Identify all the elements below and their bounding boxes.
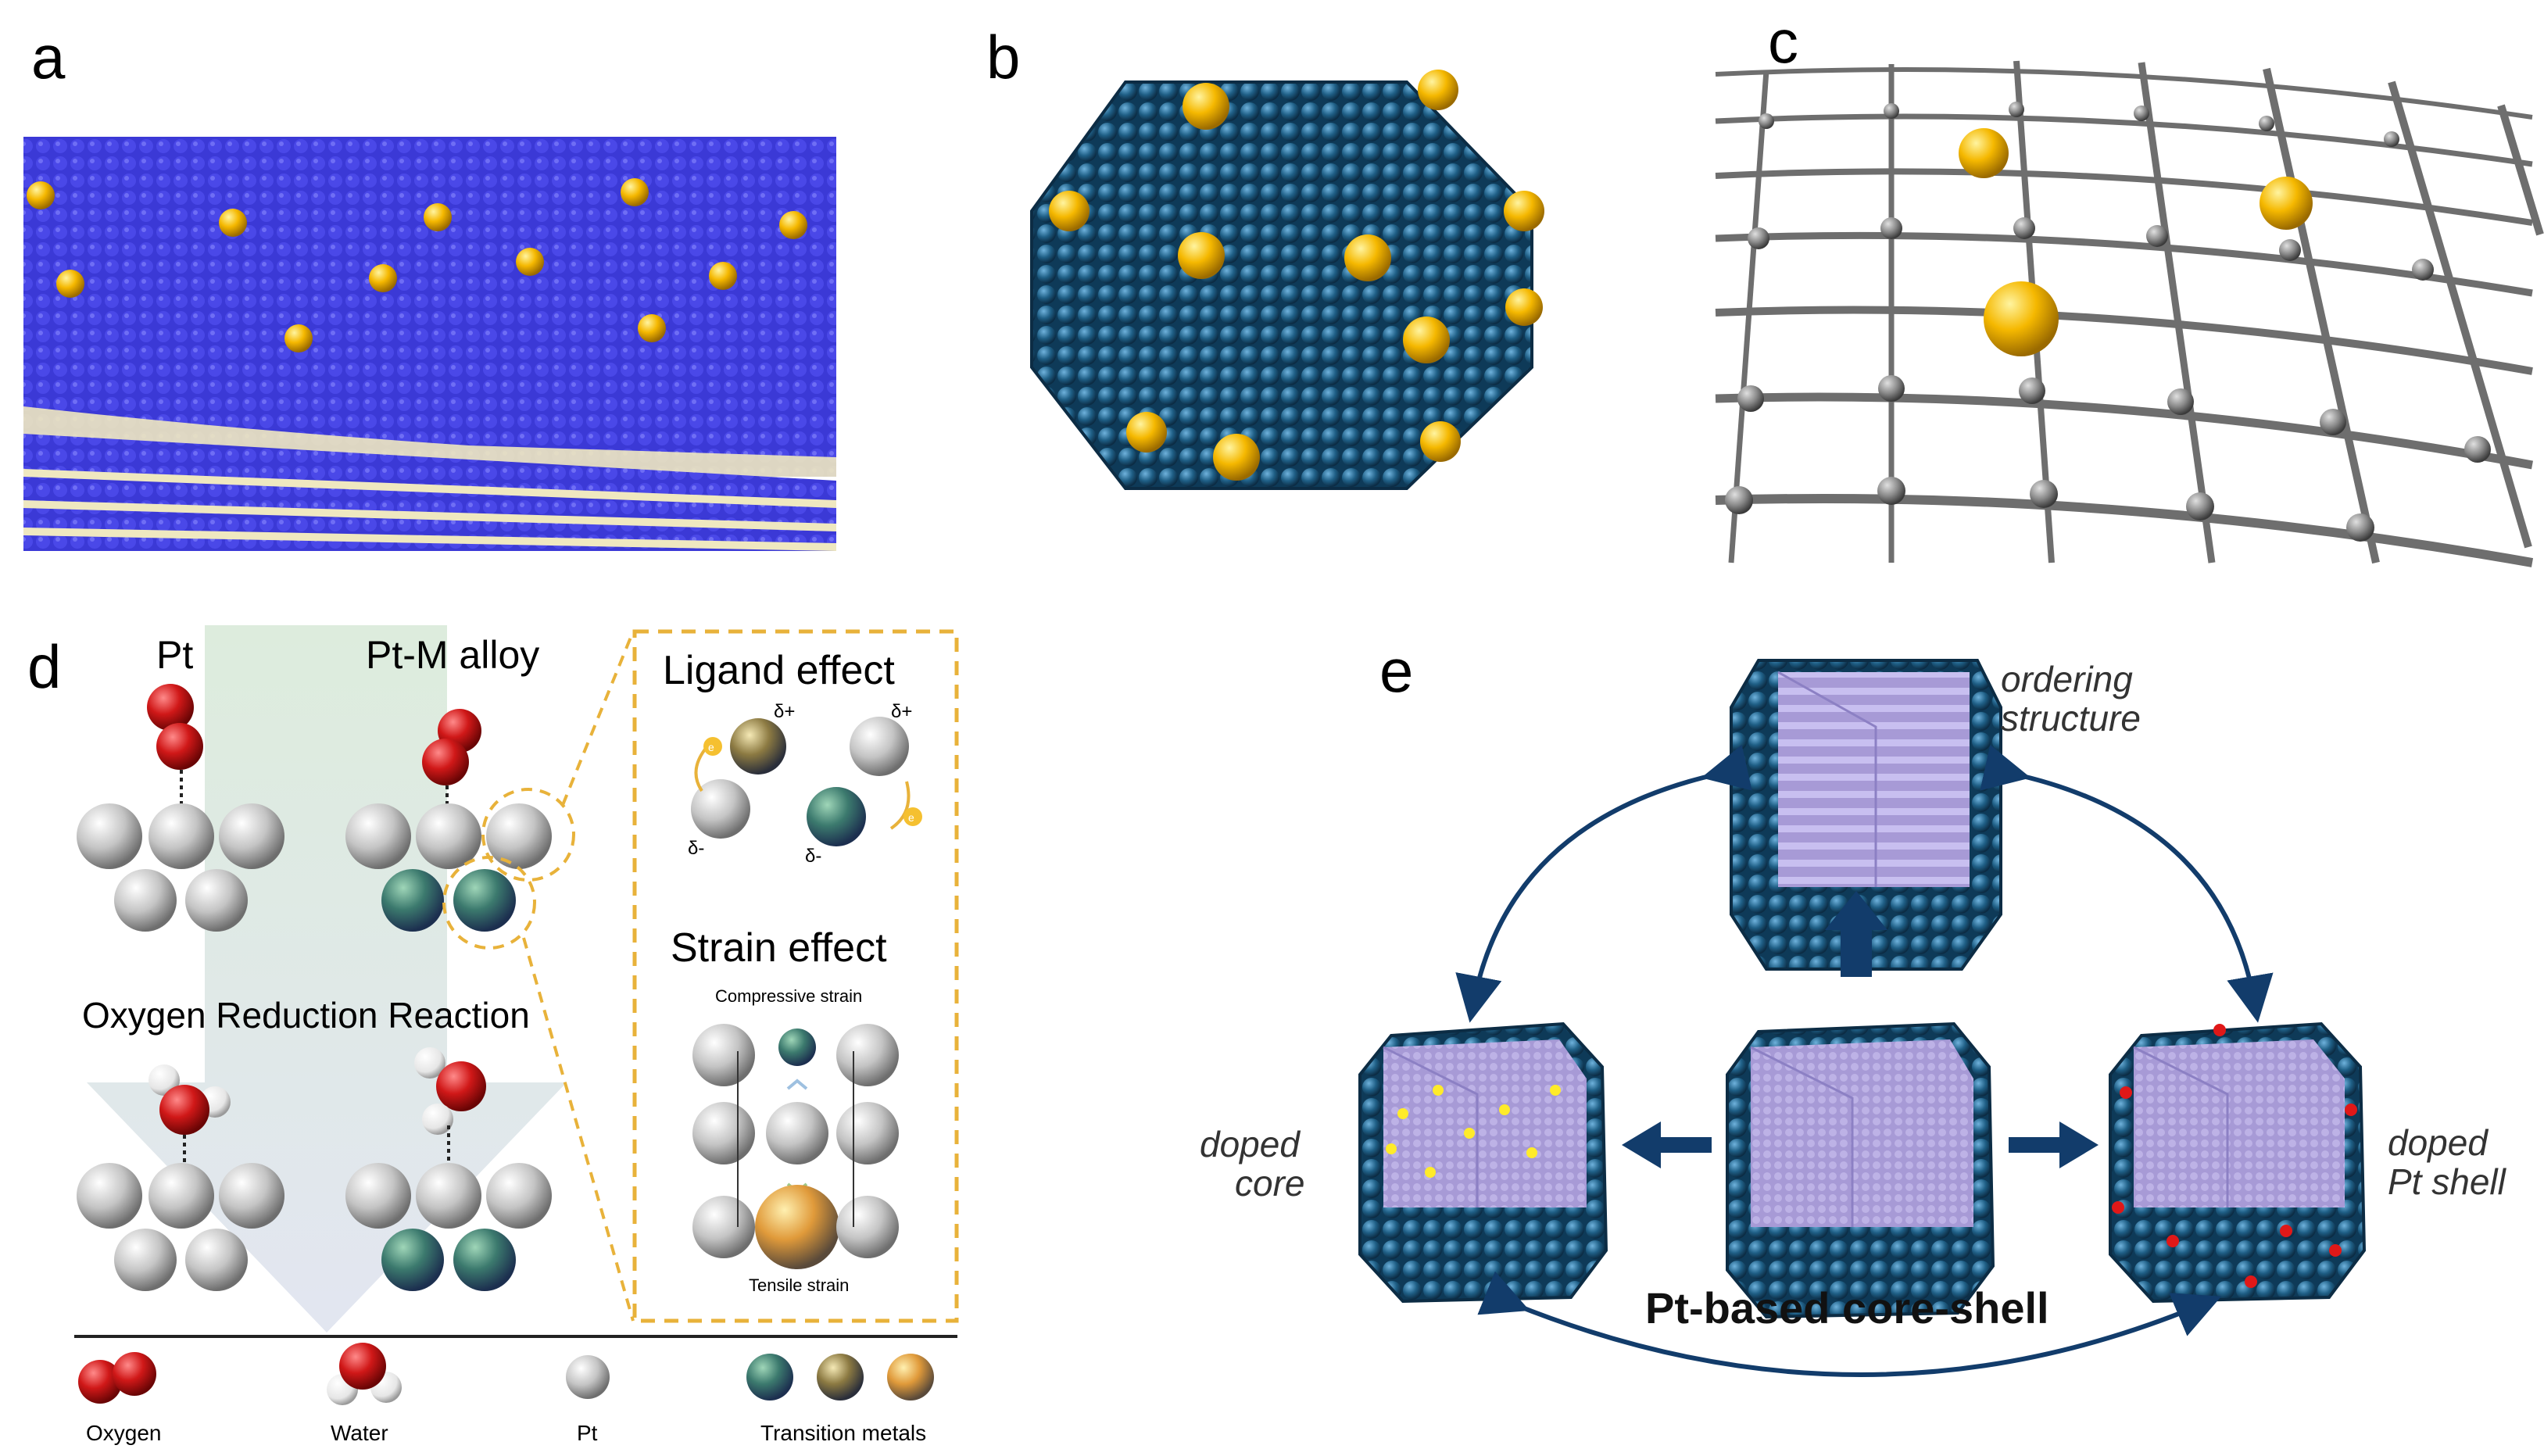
- pt-o2-molecule: [147, 684, 203, 813]
- strain-diagram: [692, 1024, 899, 1269]
- gold-atoms-c: [1959, 128, 2313, 356]
- top-label-1: ordering: [2001, 659, 2133, 699]
- pt-water-molecule: [148, 1064, 231, 1172]
- gold-atoms-a: [27, 178, 807, 352]
- arrow-left: [1622, 1122, 1712, 1168]
- right-label-2: Pt shell: [2388, 1161, 2507, 1202]
- legend-water: Water: [331, 1421, 388, 1445]
- panel-a: a: [23, 23, 836, 551]
- panel-b: b: [986, 23, 1544, 490]
- graphene-nodes: [1725, 102, 2491, 542]
- left-label-2: core: [1235, 1163, 1304, 1204]
- alloy-water-molecule: [414, 1047, 486, 1172]
- legend-transition-metals: Transition metals: [760, 1421, 926, 1445]
- arrows-e: [1622, 891, 2099, 1168]
- panel-e: e ordering structure doped core: [1200, 636, 2507, 1377]
- tensile-label: Tensile strain: [749, 1275, 849, 1295]
- ligand-delta-minus-1: δ-: [688, 838, 704, 859]
- slab-illustration: [23, 137, 836, 551]
- left-label-1: doped: [1200, 1124, 1301, 1164]
- panel-d: d Pt Pt-M alloy: [27, 625, 959, 1445]
- alloy-surface-bottom: [345, 1163, 552, 1291]
- top-label-2: structure: [2001, 698, 2141, 739]
- cube-ordering-structure: [1730, 659, 2002, 971]
- pt-surface-bottom: [77, 1163, 284, 1291]
- graphene-sheet: [1715, 60, 2544, 567]
- ligand-delta-plus-2: δ+: [891, 701, 912, 722]
- panel-letter-b: b: [986, 23, 1020, 91]
- legend-pt: Pt: [577, 1421, 598, 1445]
- arrow-up: [1825, 891, 1887, 977]
- strain-title: Strain effect: [671, 925, 887, 971]
- legend: Oxygen Water Pt Transition metals: [78, 1343, 934, 1445]
- gold-atoms-b: [1049, 70, 1544, 481]
- ligand-electron-1: e: [708, 741, 714, 753]
- cube-pt-core-shell: [1726, 1021, 1995, 1319]
- cube-doped-core: [1358, 1021, 1608, 1304]
- panel-letter-d: d: [27, 632, 61, 701]
- alloy-surface-top: [345, 803, 552, 932]
- right-label-1: doped: [2388, 1122, 2489, 1163]
- panel-letter-e: e: [1379, 636, 1413, 705]
- zoom-callout-circles: [442, 631, 635, 1322]
- reaction-arrow-background: [87, 625, 567, 1333]
- pt-surface-top: [77, 803, 284, 932]
- panel-letter-c: c: [1768, 7, 1798, 76]
- ligand-delta-plus-1: δ+: [774, 701, 795, 722]
- panel-c: c: [1715, 7, 2544, 567]
- pt-label: Pt: [156, 633, 193, 677]
- arrow-right: [2009, 1122, 2099, 1168]
- cube-doped-pt-shell: [2109, 1021, 2367, 1304]
- alloy-o2-molecule: [422, 709, 481, 813]
- effects-box: [632, 629, 959, 1323]
- bottom-label: Pt-based core-shell: [1645, 1283, 2049, 1333]
- ligand-delta-minus-2: δ-: [805, 846, 821, 867]
- panel-letter-a: a: [31, 23, 66, 91]
- ligand-title: Ligand effect: [663, 648, 895, 693]
- compressive-label: Compressive strain: [715, 986, 862, 1006]
- orr-label: Oxygen Reduction Reaction: [82, 995, 530, 1036]
- nanoparticle-sphere: [1030, 80, 1533, 490]
- legend-oxygen: Oxygen: [86, 1421, 162, 1445]
- alloy-label: Pt-M alloy: [366, 633, 539, 677]
- ligand-electron-2: e: [908, 811, 914, 824]
- ligand-diagram: e δ+ δ- e δ+ δ-: [688, 701, 922, 867]
- curved-arrows-e: [1455, 744, 2274, 1377]
